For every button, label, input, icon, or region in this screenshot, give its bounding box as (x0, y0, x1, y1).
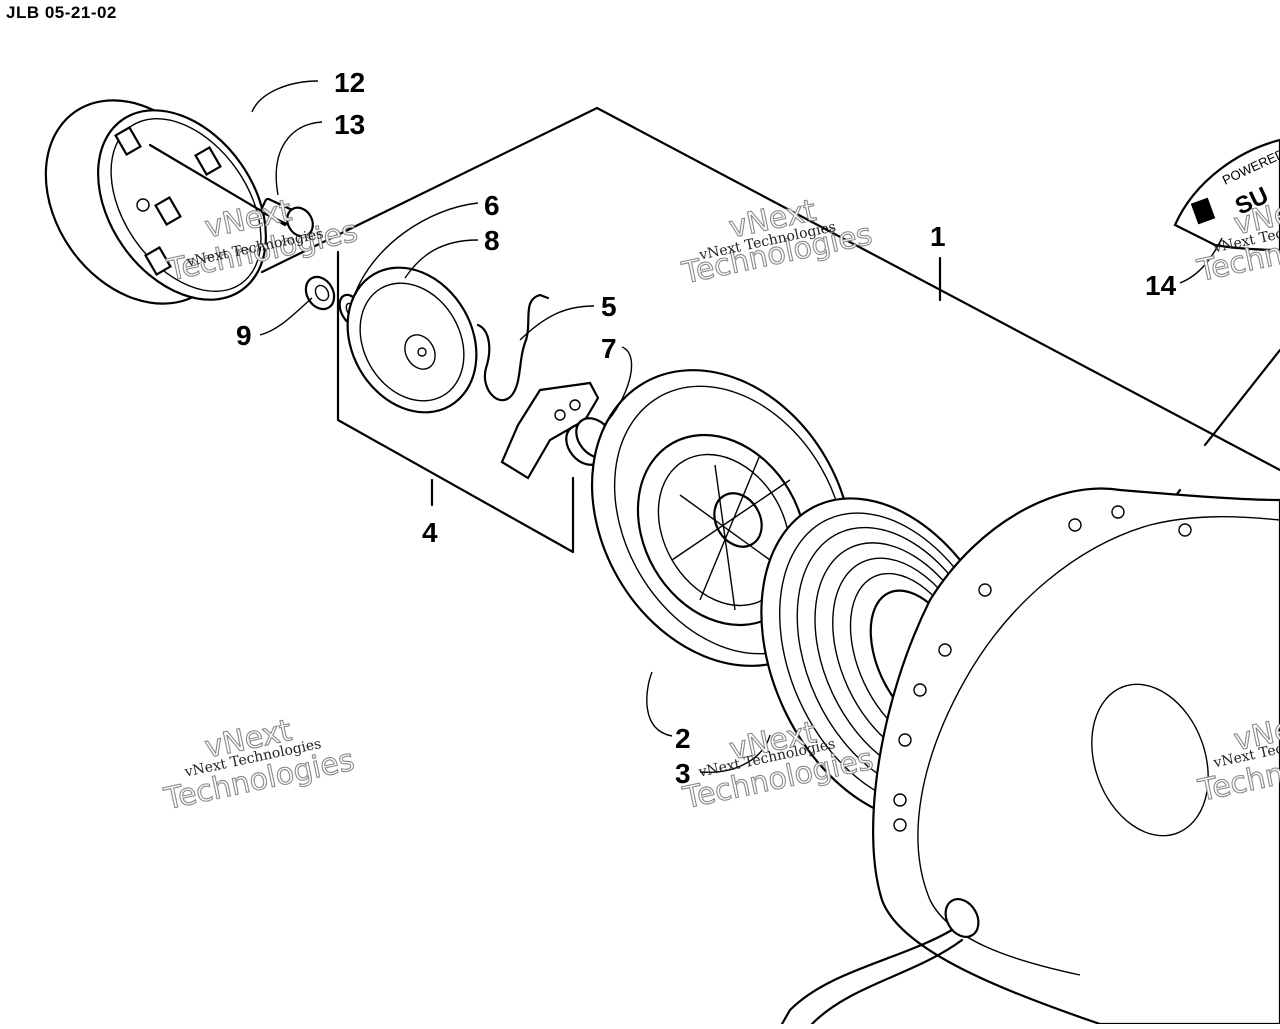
leader-3 (699, 734, 771, 773)
leader-9 (259, 297, 313, 336)
leader-2 (646, 671, 673, 737)
callout-4: 4 (422, 517, 438, 548)
callout-6: 6 (484, 190, 500, 221)
callout-14: 14 (1145, 270, 1177, 301)
callout-1: 1 (930, 221, 946, 252)
diagram-code: JLB 05-21-02 (6, 3, 117, 22)
leader-8 (404, 239, 479, 279)
leader-7 (603, 346, 633, 426)
decal-part-14: POWERED SU (1173, 138, 1280, 252)
assembly-1-pointer (1203, 348, 1280, 447)
pawl (500, 381, 600, 480)
subassembly-4-bracket (336, 250, 575, 554)
leader-14 (1179, 237, 1223, 284)
callout-13: 13 (334, 109, 365, 140)
starter-cup-part-12 (44, 99, 267, 305)
starter-housing (780, 487, 1280, 1026)
leader-6 (351, 202, 479, 303)
callout-12: 12 (334, 67, 365, 98)
callout-8: 8 (484, 225, 500, 256)
friction-plate-part-8 (346, 266, 478, 414)
assembly-1-bracket (260, 106, 1280, 472)
watermark-3: vNext Technologies vNext Technologies (160, 712, 358, 817)
callout-3: 3 (675, 758, 691, 789)
suzuki-logo-icon (1190, 197, 1216, 225)
callout-7: 7 (601, 333, 617, 364)
leader-13 (275, 121, 323, 196)
callout-9: 9 (236, 320, 252, 351)
bolt-part-13 (260, 197, 314, 238)
leader-12 (251, 80, 319, 113)
callout-5: 5 (601, 291, 617, 322)
nut-part-9 (304, 275, 336, 311)
watermark-2: vNext Technologies vNext Technologies (678, 192, 876, 291)
spring-part-5 (476, 293, 550, 402)
leader-5 (519, 305, 595, 341)
callout-2: 2 (675, 723, 691, 754)
